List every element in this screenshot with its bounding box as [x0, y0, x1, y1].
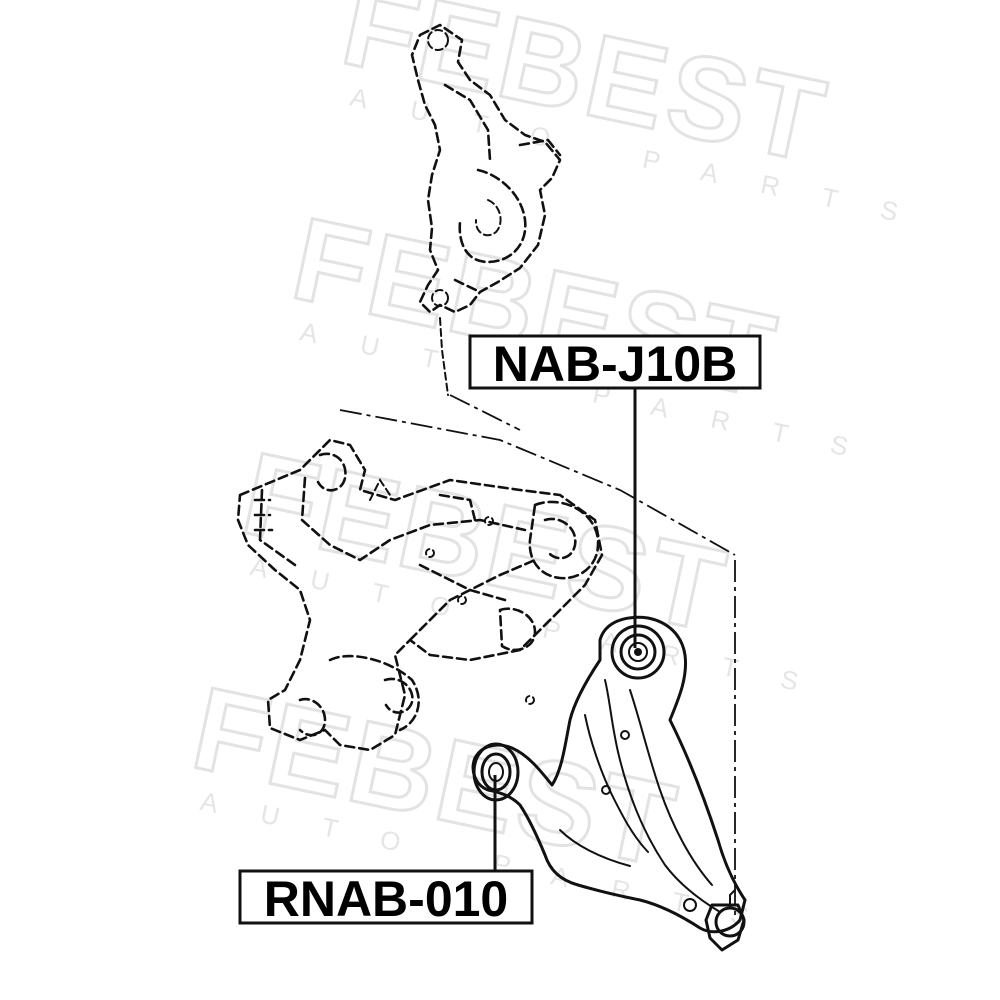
label-rnab-010: RNAB-010	[238, 869, 534, 927]
label-nab-j10b: NAB-J10B	[468, 334, 762, 392]
axis-lines	[339, 394, 736, 915]
ball-joint	[704, 889, 746, 952]
steering-knuckle	[410, 23, 562, 396]
lower-control-arm	[471, 615, 747, 934]
part-number-lower: RNAB-010	[264, 871, 509, 927]
front-bushing	[610, 624, 666, 680]
part-number-upper: NAB-J10B	[493, 336, 738, 392]
subframe	[236, 438, 604, 752]
